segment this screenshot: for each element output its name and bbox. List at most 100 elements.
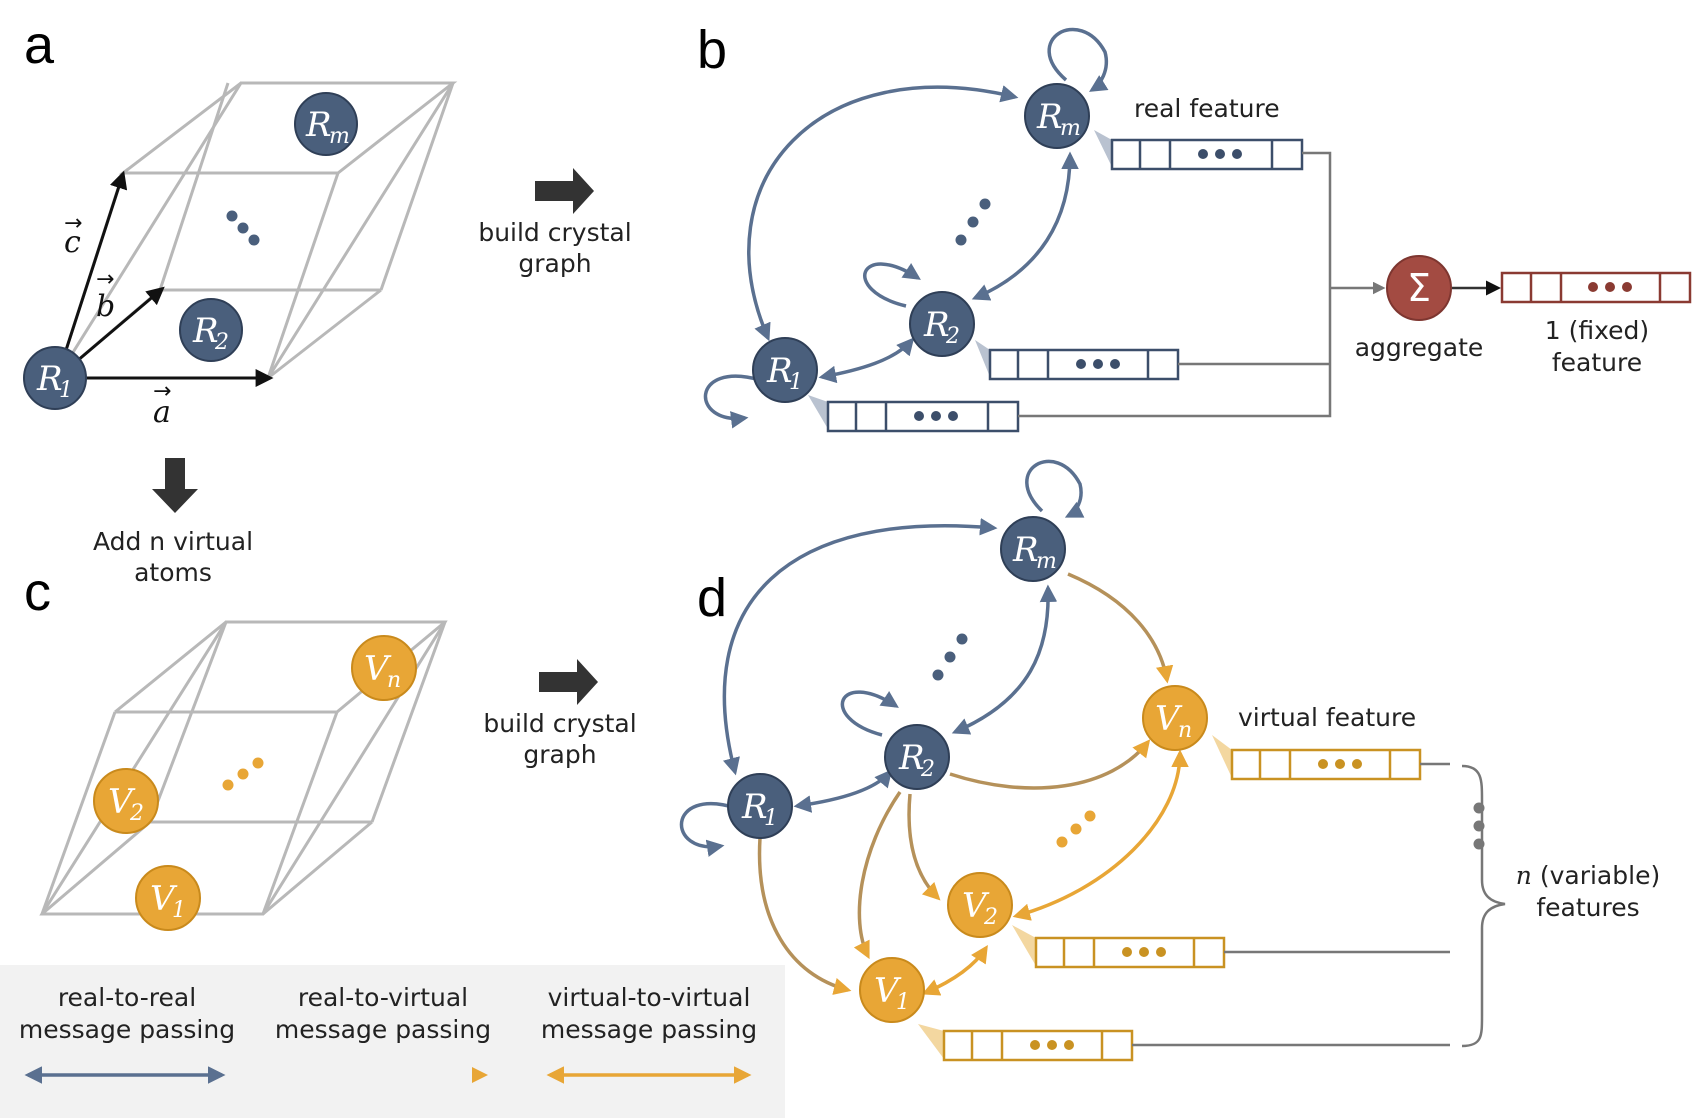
- vector-c-hat: →: [64, 211, 82, 236]
- edge-V2-Vn: [1012, 749, 1189, 921]
- atom-R2-cell: R 2: [179, 298, 243, 362]
- svg-text:1: 1: [896, 990, 910, 1015]
- build-graph-label-top-line1: build crystal: [478, 218, 631, 247]
- edge-R2-Rm-d: [951, 584, 1058, 735]
- svg-text:2: 2: [983, 905, 998, 930]
- svg-text:1: 1: [764, 806, 778, 831]
- legend-virtual-to-virtual-line1: virtual-to-virtual: [548, 983, 751, 1012]
- edge-V1-V2: [921, 945, 988, 996]
- vector-b-hat: →: [96, 267, 114, 292]
- virtual-feature-outputs: [1132, 762, 1506, 1048]
- feature-vector-V1: [918, 1024, 1134, 1062]
- feature-vector-R2: [975, 340, 1180, 381]
- vector-b-label: b: [96, 289, 115, 324]
- edge-R1-R2-d: [793, 769, 893, 813]
- svg-text:m: m: [1060, 116, 1081, 141]
- svg-text:1: 1: [789, 370, 803, 395]
- vector-c-label: c: [64, 225, 81, 260]
- self-loop-Rm: [1047, 27, 1109, 92]
- aggregate-label: aggregate: [1355, 333, 1484, 362]
- edge-R1-R2: [818, 337, 915, 384]
- vector-a-label: a: [153, 395, 171, 430]
- aggregate-connectors: [1018, 151, 1501, 418]
- svg-text:2: 2: [945, 324, 960, 349]
- svg-text:2: 2: [129, 801, 144, 826]
- self-loop-R2: [863, 262, 921, 308]
- svg-text:R: R: [1012, 530, 1039, 570]
- node-Rm-b: R m: [1024, 83, 1090, 149]
- svg-text:2: 2: [214, 330, 229, 355]
- node-R2-d: R 2: [884, 724, 950, 790]
- panel-d-real-edges: [679, 459, 1085, 857]
- svg-text:R: R: [36, 359, 63, 399]
- self-loop-R2-d: [840, 690, 899, 737]
- arrow-add-virtual: Add n virtual atoms: [93, 458, 253, 587]
- fixed-feature-vector: [1500, 271, 1692, 304]
- edge-R2-Vn: [949, 739, 1151, 790]
- node-Vn-d: V n: [1142, 685, 1208, 751]
- panel-b-edges: [703, 27, 1109, 429]
- svg-text:V: V: [1155, 699, 1183, 739]
- panel-label-b: b: [697, 20, 727, 80]
- svg-text:1: 1: [59, 378, 73, 403]
- aggregate-node: Σ: [1386, 255, 1452, 321]
- node-R1-b: R 1: [752, 337, 818, 403]
- ellipsis-dots-d-real: [932, 633, 968, 681]
- panel-label-a: a: [24, 15, 55, 75]
- variable-features-label-line2: features: [1536, 893, 1639, 922]
- self-loop-Rm-d: [1025, 459, 1085, 518]
- legend-real-to-virtual-line2: message passing: [275, 1015, 491, 1044]
- arrow-build-top: build crystal graph: [478, 168, 632, 278]
- vector-c-arrow: [55, 170, 128, 379]
- svg-text:V: V: [108, 782, 136, 822]
- svg-text:V: V: [874, 971, 902, 1011]
- legend-virtual-to-virtual-line2: message passing: [541, 1015, 757, 1044]
- panel-label-c: c: [24, 562, 51, 622]
- atom-V1-cell: V 1: [135, 865, 201, 931]
- variable-features-label-line1: n (variable): [1516, 861, 1660, 890]
- svg-text:R: R: [192, 311, 219, 351]
- feature-vector-V2: [1012, 925, 1226, 969]
- node-R1-d: R 1: [727, 773, 793, 839]
- svg-text:R: R: [898, 738, 925, 778]
- build-graph-label-bottom-line1: build crystal: [483, 709, 636, 738]
- ellipsis-dots-a: [226, 210, 260, 246]
- build-graph-label-bottom-line2: graph: [523, 740, 596, 769]
- atom-R1-cell: R 1: [23, 346, 87, 410]
- svg-text:R: R: [305, 105, 332, 145]
- edge-R2-V2: [907, 793, 941, 901]
- svg-text:n: n: [387, 668, 401, 693]
- feature-vector-Rm: [1094, 130, 1304, 171]
- edge-R2-V1: [853, 791, 902, 960]
- edge-R1-V1: [757, 837, 852, 995]
- self-loop-R1: [703, 374, 761, 429]
- legend-real-to-virtual-arrowhead: [472, 1067, 488, 1083]
- legend-real-to-real-line2: message passing: [19, 1015, 235, 1044]
- svg-text:R: R: [741, 787, 768, 827]
- panel-a-unit-cell: [54, 81, 458, 380]
- add-virtual-label-line2: atoms: [134, 558, 212, 587]
- virtual-feature-label: virtual feature: [1238, 703, 1416, 732]
- node-R2-b: R 2: [909, 291, 975, 357]
- legend-real-to-virtual-line1: real-to-virtual: [298, 983, 468, 1012]
- svg-text:R: R: [923, 305, 950, 345]
- node-V1-d: V 1: [859, 957, 925, 1023]
- svg-text:m: m: [329, 124, 350, 149]
- self-loop-R1-d: [679, 801, 737, 857]
- atom-Vn-cell: V n: [351, 635, 417, 701]
- svg-text:m: m: [1036, 549, 1057, 574]
- svg-text:n: n: [1178, 718, 1192, 743]
- build-graph-label-top-line2: graph: [518, 249, 591, 278]
- panel-label-d: d: [697, 568, 727, 628]
- svg-text:V: V: [364, 649, 392, 689]
- node-Rm-d: R m: [1000, 516, 1066, 582]
- feature-vector-Vn: [1212, 735, 1422, 781]
- svg-text:V: V: [962, 886, 990, 926]
- svg-text:2: 2: [920, 757, 935, 782]
- legend-background: [0, 965, 785, 1118]
- svg-text:R: R: [1036, 97, 1063, 137]
- ellipsis-dots-b: [955, 198, 991, 246]
- svg-text:R: R: [766, 351, 793, 391]
- ellipsis-dots-d-virtual: [1056, 810, 1096, 848]
